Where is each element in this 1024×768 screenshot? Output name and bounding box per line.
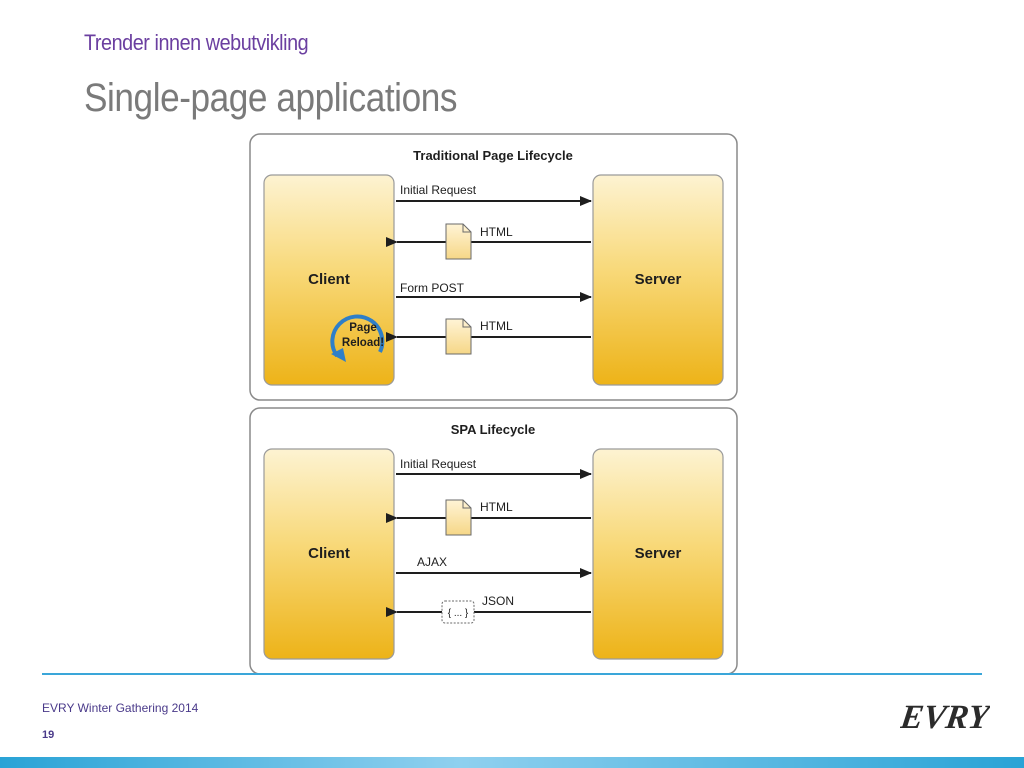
message-label: Initial Request xyxy=(400,183,477,197)
message-label: Initial Request xyxy=(400,457,477,471)
slide-subtitle: Trender innen webutvikling xyxy=(84,30,309,55)
message-label: Form POST xyxy=(400,281,465,295)
bottom-accent-bar xyxy=(0,757,1024,768)
reload-text: Reload! xyxy=(342,337,384,349)
svg-text:EVRY: EVRY xyxy=(900,699,990,736)
json-icon: { ... } xyxy=(441,600,475,624)
server-box: Server xyxy=(592,448,724,660)
document-icon xyxy=(445,223,472,260)
server-box: Server xyxy=(592,174,724,386)
page-number: 19 xyxy=(42,729,55,741)
document-icon xyxy=(445,318,472,355)
message-label: HTML xyxy=(480,225,513,239)
message-label: AJAX xyxy=(417,555,447,569)
client-label: Client xyxy=(308,271,350,288)
message-label: JSON xyxy=(482,594,514,608)
document-icon xyxy=(445,499,472,536)
reload-text: Page xyxy=(349,322,377,334)
footer-text: EVRY Winter Gathering 2014 xyxy=(42,701,199,715)
server-label: Server xyxy=(635,271,682,288)
spa-heading: SPA Lifecycle xyxy=(451,422,536,437)
slide-title: Single-page applications xyxy=(84,76,457,120)
footer-divider xyxy=(42,673,982,675)
traditional-lifecycle-panel: Traditional Page Lifecycle Client Server… xyxy=(249,133,738,401)
client-box: Client xyxy=(263,174,395,386)
spa-lifecycle-panel: SPA Lifecycle Client Server Initial Requ… xyxy=(249,407,738,675)
evry-logo: EVRY xyxy=(900,699,990,736)
client-label: Client xyxy=(308,545,350,562)
reload-icon: Page Reload! xyxy=(330,314,385,362)
client-box: Client xyxy=(263,448,395,660)
traditional-heading: Traditional Page Lifecycle xyxy=(413,148,573,163)
json-icon-text: { ... } xyxy=(448,608,469,619)
server-label: Server xyxy=(635,545,682,562)
message-label: HTML xyxy=(480,319,513,333)
message-label: HTML xyxy=(480,500,513,514)
